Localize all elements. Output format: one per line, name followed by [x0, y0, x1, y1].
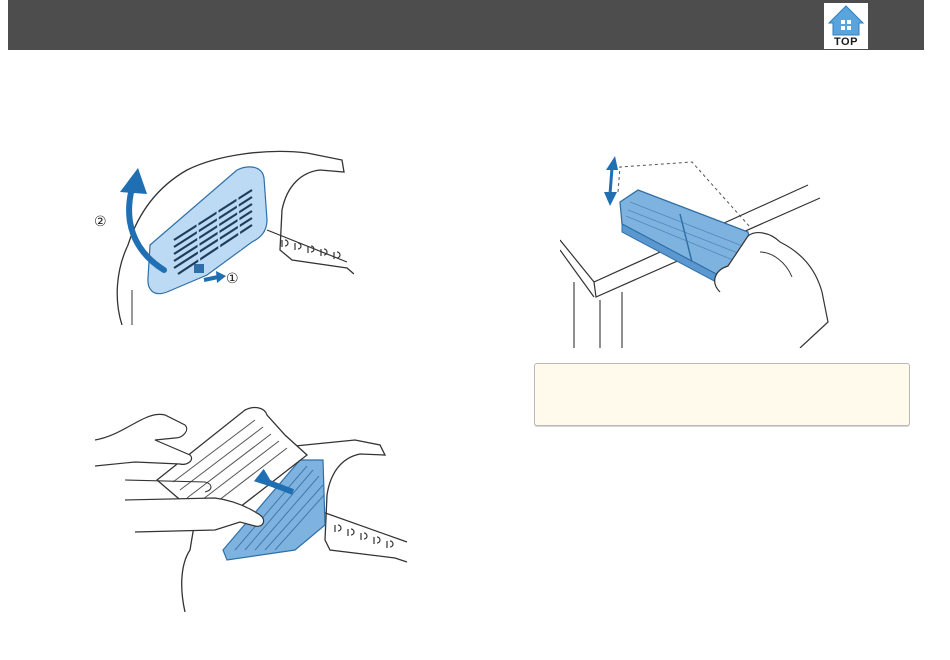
note-box [534, 363, 910, 426]
step-1-marker: ① [226, 271, 239, 287]
top-button[interactable]: TOP [824, 3, 868, 49]
tap-arrow [610, 168, 612, 194]
left-hand [95, 414, 192, 466]
top-button-label: TOP [824, 36, 868, 48]
side-vents [335, 525, 393, 548]
cover-latch [194, 264, 204, 273]
step-2-marker: ② [94, 214, 107, 230]
table-legs [574, 282, 622, 348]
push-arrow [204, 277, 218, 280]
air-filter-removal-illustration [95, 400, 411, 612]
filter-tapping-illustration [560, 152, 832, 348]
header-bar [8, 0, 924, 50]
air-filter-cover-open-illustration: ② ① [92, 150, 354, 325]
